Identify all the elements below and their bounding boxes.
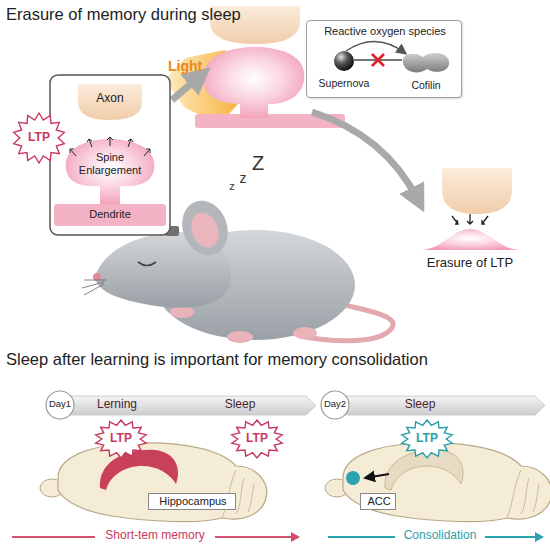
short-term-line <box>12 536 292 538</box>
ltp-burst: LTP <box>12 112 66 164</box>
ltp-burst: LTP <box>400 419 454 459</box>
arrow-head <box>535 532 544 542</box>
process-arrow <box>312 112 418 200</box>
brain-day1 <box>40 443 267 522</box>
reaction-arrow <box>346 41 405 53</box>
node-text: LTP <box>400 432 454 446</box>
node-text: LTP <box>12 131 66 145</box>
result-label: Erasure of LTP <box>410 256 530 271</box>
node-text: Cofilin <box>397 79 455 91</box>
node-text: Sleep <box>210 398 270 412</box>
sleep-z: z <box>236 170 250 186</box>
spine-illuminated <box>203 47 304 118</box>
callout-box: Reactive oxygen speciesSupernova Cofilin <box>306 20 462 98</box>
region-label-box: ACC <box>360 493 396 510</box>
spine-shrunk <box>420 229 520 250</box>
dendrite-shaft: Dendrite <box>54 204 166 226</box>
diagram-title: Erasure of memory during sleep <box>6 5 406 24</box>
axon-terminal: Axon <box>78 84 142 120</box>
dendritic-spine: Spine Enlargement <box>62 136 158 204</box>
node-text: Axon <box>78 92 142 106</box>
phase-label: Consolidation <box>395 529 485 543</box>
light-label: Light <box>168 58 218 74</box>
axon-terminal <box>210 6 300 44</box>
node-text: Sleep <box>390 398 450 412</box>
phase-label: Short-tem memory <box>95 529 215 543</box>
timeline-band-outline <box>333 396 545 415</box>
region-label-box: Hippocampus <box>148 493 236 510</box>
node-text: ACC <box>361 495 397 508</box>
timeline-band: Sleep <box>333 396 545 415</box>
node-text: Dendrite <box>54 208 166 221</box>
axon-terminal <box>442 168 512 214</box>
consolidation-line <box>328 536 536 538</box>
day-badge: Day2 <box>320 390 350 420</box>
ltp-burst: LTP <box>94 419 148 459</box>
node-text: Day2 <box>320 399 350 410</box>
cross-mark <box>372 54 384 66</box>
node-text: Day1 <box>45 399 75 410</box>
sleep-z: Z <box>248 152 268 175</box>
section-heading: Sleep after learning is important for me… <box>6 350 546 369</box>
cofilin-protein: Cofilin <box>397 47 455 95</box>
node-text: Hippocampus <box>149 495 237 508</box>
node-text: LTP <box>230 432 284 446</box>
binding-line <box>353 59 402 61</box>
sleep-z: z <box>226 180 238 193</box>
process-arrow <box>172 76 200 100</box>
supernova-protein: Supernova <box>315 49 373 95</box>
timeline-band-outline <box>58 396 316 415</box>
node-text: Supernova <box>315 77 373 89</box>
day-badge: Day1 <box>45 390 75 420</box>
node-text: Reactive oxygen species <box>307 25 463 38</box>
ltp-burst: LTP <box>230 419 284 459</box>
inset-frame <box>50 75 170 235</box>
timeline-band: Lerning Sleep <box>58 396 316 415</box>
shrink-arrows <box>452 214 488 224</box>
arrow-head <box>291 532 300 542</box>
node-text: Spine Enlargement <box>70 151 150 176</box>
node-text: Lerning <box>82 398 152 412</box>
node-text: LTP <box>94 432 148 446</box>
